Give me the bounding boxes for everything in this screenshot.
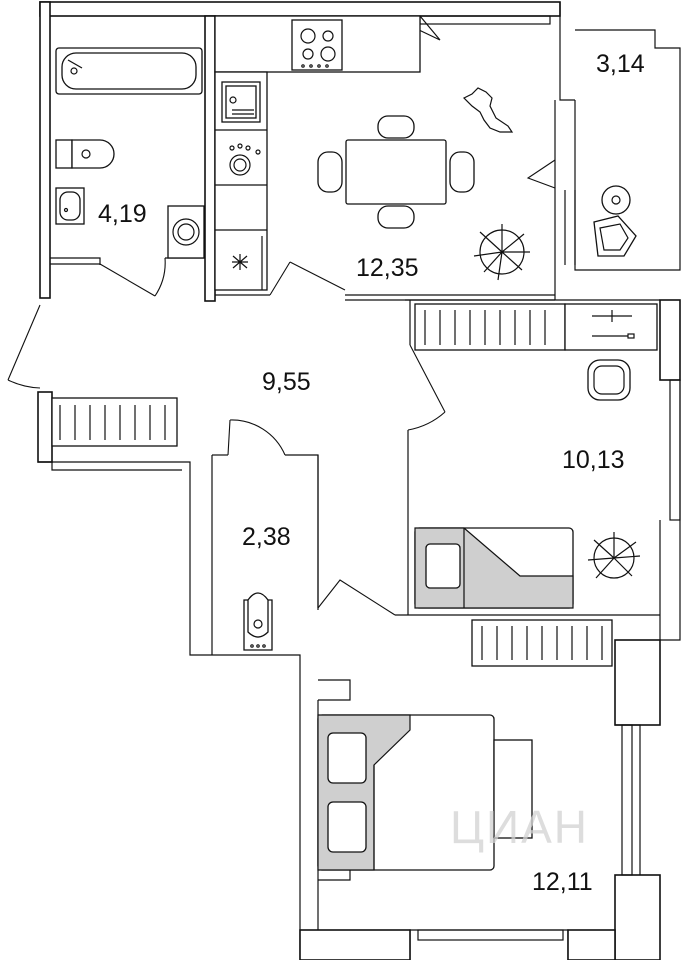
room-area-label: 3,14 bbox=[596, 50, 645, 78]
room-area-label: 12,35 bbox=[356, 254, 419, 282]
outer-walls bbox=[37, 1, 681, 960]
room-area-label: 9,55 bbox=[262, 368, 311, 396]
plant-icon bbox=[473, 224, 530, 281]
toilet-icon bbox=[243, 592, 273, 651]
room-area-label: 12,11 bbox=[532, 868, 593, 896]
balcony-chair-icon bbox=[593, 185, 637, 257]
room-area-label: 4,19 bbox=[98, 200, 147, 228]
gas-hob-icon bbox=[229, 143, 261, 176]
desk-icon bbox=[564, 303, 658, 351]
office-chair-icon bbox=[587, 359, 631, 401]
kitchen-sink-icon bbox=[221, 81, 261, 123]
doors bbox=[7, 159, 556, 616]
wardrobe-large-bedroom bbox=[471, 619, 613, 667]
plant-icon bbox=[587, 532, 641, 579]
watermark-text: ЦИАН bbox=[450, 801, 589, 853]
washing-machine-icon bbox=[167, 205, 205, 259]
single-bed-icon bbox=[414, 527, 574, 609]
room-area-label: 10,13 bbox=[562, 446, 625, 474]
bidet-icon bbox=[55, 139, 115, 169]
double-bed-icon bbox=[317, 714, 533, 871]
dining-table-icon bbox=[317, 115, 475, 229]
bathtub-icon bbox=[55, 47, 203, 95]
stove-icon bbox=[300, 28, 336, 68]
hall-wardrobe bbox=[51, 397, 178, 447]
room-area-label: 2,38 bbox=[242, 523, 291, 551]
cat-icon bbox=[462, 87, 514, 133]
sink-icon bbox=[55, 187, 85, 225]
wardrobe-small-bedroom bbox=[414, 303, 566, 351]
fridge-icon bbox=[232, 254, 248, 270]
